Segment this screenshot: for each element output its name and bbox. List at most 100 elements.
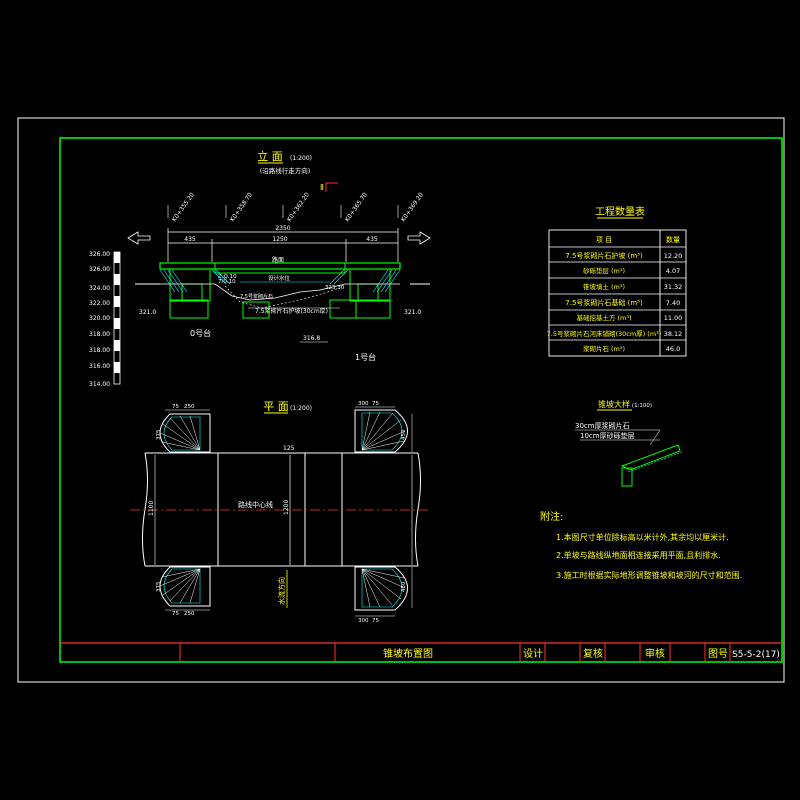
pier-left: 0号台	[190, 328, 211, 338]
plan-scale: (1:200)	[290, 405, 312, 412]
level-label: 322.00	[89, 300, 110, 307]
review-label: 复核	[583, 647, 603, 660]
dim-left-top: 375	[156, 429, 162, 440]
cone-slopes	[159, 409, 408, 611]
stake-label: K0+355.20	[171, 191, 196, 223]
label-g: 323.30	[325, 285, 345, 291]
label-b: 7.5浆砌片石护坡(30cm厚)	[255, 307, 328, 315]
plan-view: 平 面 (1:200) 路线中心线 1200 1100 125	[130, 400, 430, 624]
level-label: 326.00	[89, 251, 110, 258]
table-cell: 46.0	[666, 345, 680, 353]
direction-arrows	[127, 231, 431, 245]
elevation-view: 立 面 (1:200) (沿路线行走方向) Ⅱ K0+355.20 K0+358…	[89, 149, 431, 388]
table-cell: 7.5号浆砌片石护坡 (m³)	[565, 251, 643, 260]
elevation-scale: (1:200)	[290, 155, 312, 162]
level-label: 314.00	[89, 381, 110, 388]
elev-right: 321.0	[404, 309, 421, 316]
stake-label: K0+369.20	[400, 191, 425, 223]
table-cell: 基础挖基土方 (m³)	[576, 313, 631, 322]
detail-line2: 10cm厚砂砾垫层	[580, 431, 635, 440]
table-cell: 11.00	[664, 314, 683, 322]
check-label: 审核	[645, 647, 665, 660]
table-cell: 锥坡填土 (m³)	[583, 282, 625, 291]
bridge-structure	[135, 262, 430, 319]
road-strip	[130, 452, 430, 567]
table-cell: 7.5号浆砌片石河床铺砌(30cm厚) (m³)	[547, 329, 662, 338]
drawing-no-label: 图号	[708, 648, 728, 660]
table-cell: 砂砾垫层 (m³)	[583, 266, 625, 275]
table-cell: 38.12	[664, 330, 683, 338]
level-label: 318.00	[89, 331, 110, 338]
stake-label: K0+358.70	[229, 191, 254, 223]
inner-frame	[59, 137, 783, 663]
notes: 附注: 1.本图尺寸单位除标高以米计外,其余均以厘米计. 2.单坡与路线纵地面相…	[540, 510, 742, 580]
drawing-no: S5-5-2(17)	[732, 650, 780, 660]
table-cell: 7.5号浆砌片石基础 (m³)	[565, 298, 643, 307]
level-label: 320.00	[89, 315, 110, 322]
plan-title: 平 面	[263, 400, 289, 413]
level-label: 326.00	[89, 266, 110, 273]
pier-right: 1号台	[355, 352, 376, 362]
dim-bot-r-a: 75	[372, 618, 379, 624]
stake-label: K0+362.20	[286, 191, 311, 223]
table-cell: 7.40	[666, 299, 680, 307]
dim-top-b: 250	[184, 404, 195, 410]
label-e: 设计水位	[268, 274, 291, 282]
title-block: 锥坡布置图 设计 复核 审核 图号 S5-5-2(17)	[60, 642, 782, 662]
detail-line1: 30cm厚浆砌片石	[575, 421, 630, 430]
outer-frame	[17, 117, 785, 683]
elev-bottom: 316.8	[303, 335, 320, 342]
section-mark: Ⅱ	[320, 183, 324, 192]
cone-detail: 锥坡大样 (1:100) 30cm厚浆砌片石 10cm厚砂砾垫层	[575, 399, 683, 487]
label-d: Z,Q.10	[218, 274, 237, 280]
elevation-subtitle: (沿路线行走方向)	[260, 166, 311, 175]
notes-title: 附注:	[540, 510, 563, 523]
elevation-title: 立 面	[257, 149, 283, 163]
dim-top-r-b: 300	[358, 401, 369, 407]
dim-right-bot: 450	[401, 581, 407, 592]
design-label: 设计	[523, 647, 543, 660]
table-cell: 31.32	[664, 283, 683, 291]
center-line-label: 路线中心线	[238, 500, 273, 509]
dim-total: 2350	[275, 225, 290, 232]
stake-label: K0+365.70	[344, 191, 369, 223]
label-f: 7/0.10	[218, 279, 236, 285]
dim-right: 435	[366, 236, 378, 243]
table-header: 数量	[666, 235, 680, 244]
detail-scale: (1:100)	[632, 403, 652, 409]
table-title: 工程数量表	[595, 205, 645, 218]
dim-top-a: 75	[172, 404, 179, 410]
level-scale	[113, 251, 121, 385]
table-header: 项 目	[596, 236, 612, 244]
table-cell: 12.20	[664, 252, 683, 260]
dim-left-bot: 375	[156, 581, 162, 592]
quantity-table: 工程数量表 项 目 数量 7.5号浆砌片石护坡 (m³) 12.20 砂砾垫层 …	[547, 205, 687, 357]
note-item: 2.单坡与路线纵地面相连接采用平面,且利排水.	[556, 550, 721, 560]
dim-bot-r-b: 300	[358, 618, 369, 624]
stake-labels: K0+355.20 K0+358.70 K0+362.20 K0+365.70 …	[171, 191, 425, 223]
dim-right-top: 450	[401, 429, 407, 440]
table-cell: 浆砌片石 (m³)	[583, 344, 625, 353]
note-item: 3.施工时根据实际地形调整锥坡和坡河的尺寸和范围.	[556, 570, 742, 580]
elev-left: 321.0	[139, 309, 156, 316]
dim-bot-b: 250	[184, 611, 195, 617]
road-label: 路面	[272, 256, 284, 264]
drawing-name: 锥坡布置图	[383, 647, 433, 660]
level-label: 324.00	[89, 285, 110, 292]
dim-inner: 1200	[283, 500, 290, 515]
dim-left: 435	[184, 236, 196, 243]
detail-title: 锥坡大样	[598, 399, 630, 409]
dim-mid: 1250	[272, 236, 287, 243]
dim-mid: 125	[283, 445, 295, 452]
level-label: 318.00	[89, 347, 110, 354]
level-label: 316.00	[89, 363, 110, 370]
note-item: 1.本图尺寸单位除标高以米计外,其余均以厘米计.	[556, 532, 729, 542]
flow-label: 水流方向	[277, 577, 286, 605]
label-a: 7.5号浆砌片石	[240, 293, 273, 300]
dim-top-r-a: 75	[372, 401, 379, 407]
dim-side-left: 1100	[148, 501, 155, 516]
elevation-dimensions	[167, 228, 399, 262]
dim-bot-a: 75	[172, 611, 179, 617]
table-cell: 4.07	[666, 267, 680, 275]
